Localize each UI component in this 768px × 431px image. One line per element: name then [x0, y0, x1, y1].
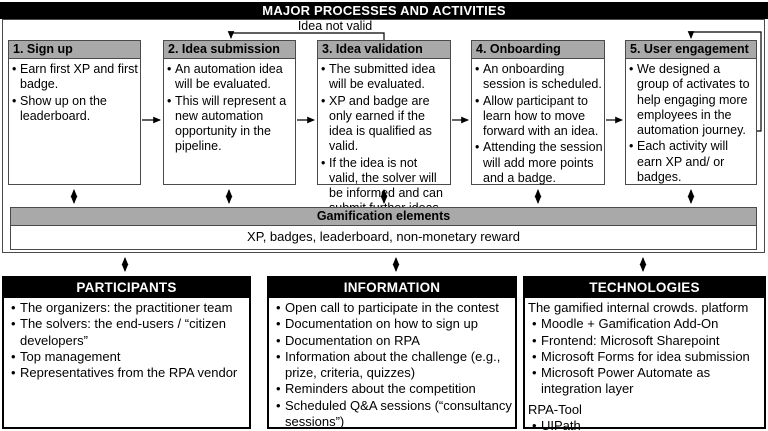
bullet-item: Information about the challenge (e.g., p…: [274, 349, 513, 382]
process-box-header: 2. Idea submission: [164, 41, 295, 59]
information-header: INFORMATION: [269, 278, 515, 298]
process-box-idea-validation: 3. Idea validation The submitted idea wi…: [317, 40, 451, 215]
participants-header: PARTICIPANTS: [4, 278, 249, 298]
process-box-header: 5. User engagement: [626, 41, 756, 59]
process-box-header: 1. Sign up: [9, 41, 140, 59]
process-box-header: 3. Idea validation: [318, 41, 450, 59]
technologies-box: TECHNOLOGIES The gamified internal crowd…: [523, 276, 766, 431]
bullet-item: Show up on the leaderboard.: [11, 94, 139, 125]
bullet-item: The organizers: the practitioner team: [9, 300, 247, 317]
bullet-item: An automation idea will be evaluated.: [166, 62, 294, 93]
bullet-item: Allow participant to learn how to move f…: [474, 94, 603, 140]
bullet-item: Top management: [9, 349, 247, 366]
bullet-item: Reminders about the competition: [274, 381, 513, 398]
bullet-item: This will represent a new automation opp…: [166, 94, 294, 155]
technologies-rpa-list: UIPath Microsoft Power Automate: [527, 418, 762, 431]
bullet-item: Microsoft Power Automate as integration …: [530, 365, 762, 398]
process-box-sign-up: 1. Sign up Earn first XP and first badge…: [8, 40, 141, 185]
bullet-item: Microsoft Forms for idea submission: [530, 349, 762, 366]
technologies-platform-label: The gamified internal crowds. platform: [528, 300, 749, 315]
bullet-item: The submitted idea will be evaluated.: [320, 62, 449, 93]
participants-box: PARTICIPANTS The organizers: the practit…: [2, 276, 251, 429]
gamification-header: Gamification elements: [11, 208, 756, 226]
bullet-item: Documentation on how to sign up: [274, 316, 513, 333]
process-box-list: An onboarding session is scheduled. Allo…: [472, 62, 604, 186]
information-box: INFORMATION Open call to participate in …: [267, 276, 517, 429]
bullet-item: Representatives from the RPA vendor: [9, 365, 247, 382]
participants-list: The organizers: the practitioner team Th…: [6, 300, 247, 382]
bullet-item: Open call to participate in the contest: [274, 300, 513, 317]
technologies-platform-list: Moodle + Gamification Add-On Frontend: M…: [527, 316, 762, 397]
bullet-item: Documentation on RPA: [274, 333, 513, 350]
bullet-item: UIPath: [530, 418, 762, 431]
process-box-onboarding: 4. Onboarding An onboarding session is s…: [471, 40, 605, 185]
bullet-item: The solvers: the end-users / “citizen de…: [9, 316, 247, 349]
process-box-list: The submitted idea will be evaluated. XP…: [318, 62, 450, 217]
technologies-rpa-tool-label: RPA-Tool: [528, 401, 582, 417]
gamification-elements-box: Gamification elements XP, badges, leader…: [10, 207, 757, 250]
bullet-item: Scheduled Q&A sessions (“consultancy ses…: [274, 398, 513, 431]
bullet-item: We designed a group of activates to help…: [628, 62, 755, 138]
bullet-item: An onboarding session is scheduled.: [474, 62, 603, 93]
bullet-item: Frontend: Microsoft Sharepoint: [530, 333, 762, 350]
gamification-body: XP, badges, leaderboard, non-monetary re…: [247, 229, 520, 244]
technologies-header: TECHNOLOGIES: [525, 278, 764, 298]
bullet-item: Each activity will earn XP and/ or badge…: [628, 139, 755, 185]
feedback-label: Idea not valid: [297, 19, 373, 33]
process-box-idea-submission: 2. Idea submission An automation idea wi…: [163, 40, 296, 185]
information-content: Open call to participate in the contest …: [269, 298, 515, 430]
main-title-bar: MAJOR PROCESSES AND ACTIVITIES: [0, 2, 768, 19]
process-box-user-engagement: 5. User engagement We designed a group o…: [625, 40, 757, 185]
bullet-item: Attending the session will add more poin…: [474, 140, 603, 186]
participants-content: The organizers: the practitioner team Th…: [4, 298, 249, 382]
process-box-list: An automation idea will be evaluated. Th…: [164, 62, 295, 155]
bullet-item: Moodle + Gamification Add-On: [530, 316, 762, 333]
process-box-header: 4. Onboarding: [472, 41, 604, 59]
bullet-item: XP and badge are only earned if the idea…: [320, 94, 449, 155]
bullet-item: Earn first XP and first badge.: [11, 62, 139, 93]
process-box-list: We designed a group of activates to help…: [626, 62, 756, 185]
process-box-list: Earn first XP and first badge. Show up o…: [9, 62, 140, 124]
technologies-content: The gamified internal crowds. platform M…: [525, 298, 764, 431]
information-list: Open call to participate in the contest …: [271, 300, 513, 430]
